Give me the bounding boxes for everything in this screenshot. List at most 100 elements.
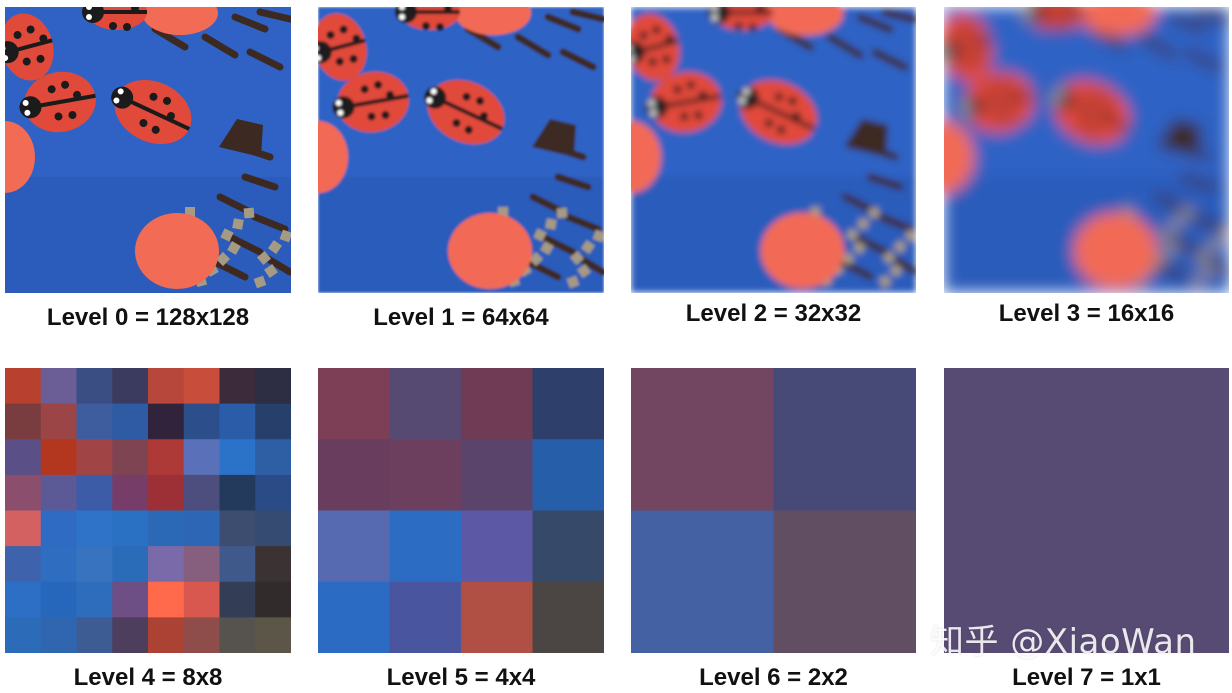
pixel-cell xyxy=(5,403,42,440)
chocolate-sprinkle xyxy=(881,8,916,23)
chocolate-sprinkle xyxy=(1179,173,1217,191)
level-0-caption: Level 0 = 128x128 xyxy=(46,304,250,331)
chocolate-sprinkle xyxy=(1089,25,1127,51)
pixel-cell xyxy=(389,439,463,512)
pixel-cell xyxy=(40,546,78,583)
level-1-image xyxy=(318,7,604,293)
level-1-caption: Level 1 = 64x64 xyxy=(373,304,549,331)
red-cookie xyxy=(944,121,974,193)
sugar-crystal xyxy=(232,218,244,230)
ladybug-cookie xyxy=(318,13,367,81)
sugar-crystal xyxy=(904,229,916,243)
chocolate-sprinkle xyxy=(851,233,889,256)
pixel-cell xyxy=(40,439,78,476)
pixel-cell xyxy=(112,439,149,476)
ladybug-cookie xyxy=(1049,80,1130,145)
pixel-cell xyxy=(461,581,534,653)
pixel-cell xyxy=(255,403,291,440)
pixel-cell xyxy=(219,617,256,653)
sugar-crystal xyxy=(528,251,544,267)
pixel-cell xyxy=(219,510,256,547)
pixel-cell xyxy=(148,368,185,405)
level-0-image xyxy=(5,7,291,293)
red-cookie xyxy=(5,121,35,193)
pixel-cell xyxy=(112,581,149,619)
sugar-crystal xyxy=(268,240,282,254)
pixel-cell xyxy=(183,510,221,547)
sugar-crystal xyxy=(852,240,867,255)
sugar-crystal xyxy=(592,229,604,243)
ladybug-cookie xyxy=(645,72,722,133)
pixel-cell xyxy=(631,510,777,653)
red-cookie xyxy=(448,213,532,289)
pixel-cell xyxy=(112,474,149,512)
pixel-cell xyxy=(183,439,221,476)
sugar-crystal xyxy=(1191,275,1205,288)
pixel-cell xyxy=(148,581,185,619)
pixel-cell xyxy=(461,368,534,441)
sugar-crystal xyxy=(569,250,585,266)
chocolate-kiss xyxy=(219,119,263,157)
sugar-crystal xyxy=(540,241,554,255)
pixel-cell xyxy=(76,581,113,619)
pixel-cell xyxy=(5,368,42,405)
chocolate-sprinkle xyxy=(211,258,249,281)
pixel-cell xyxy=(219,546,256,583)
chocolate-sprinkle xyxy=(151,25,189,51)
pixel-cell xyxy=(255,439,291,476)
sugar-crystal xyxy=(220,228,234,242)
level-4-caption: Level 4 = 8x8 xyxy=(73,664,223,691)
red-cookie xyxy=(1073,212,1158,289)
level-7-image xyxy=(944,368,1229,653)
sugar-crystal xyxy=(1202,263,1217,278)
sugar-crystal xyxy=(1195,250,1210,265)
sugar-crystal xyxy=(1158,228,1172,242)
ladybug-cookie xyxy=(82,7,147,31)
sugar-crystal xyxy=(566,275,580,289)
pixel-cell xyxy=(112,510,149,547)
level-4-pixel-grid xyxy=(5,368,291,653)
red-cookie xyxy=(135,213,219,289)
level-7-caption: Level 7 = 1x1 xyxy=(1012,664,1161,691)
ladybug-cookie xyxy=(707,7,773,32)
ladybug-cookies-image xyxy=(5,7,291,293)
sugar-crystal xyxy=(845,228,859,242)
chocolate-sprinkle xyxy=(241,173,279,191)
sugar-crystal xyxy=(215,251,231,267)
ladybug-cookie xyxy=(958,72,1035,133)
pixel-cell xyxy=(532,581,604,653)
pixel-cell xyxy=(631,368,777,514)
sugar-crystal xyxy=(556,207,568,219)
ladybug-cookie xyxy=(1020,7,1086,32)
level-3-caption: Level 3 = 16x16 xyxy=(998,300,1175,327)
pixel-cell xyxy=(5,510,42,547)
pixel-cell xyxy=(112,403,149,440)
sugar-crystal xyxy=(868,207,880,219)
level-5-pixel-grid xyxy=(318,368,604,653)
red-cookie xyxy=(1080,7,1157,36)
chocolate-sprinkle xyxy=(826,33,864,59)
red-cookie xyxy=(631,121,661,193)
sugar-crystal xyxy=(810,206,821,217)
pixel-cell xyxy=(148,474,185,512)
pixel-cell xyxy=(5,617,42,653)
pixel-cell xyxy=(40,581,78,619)
pixel-cell xyxy=(40,368,78,405)
pixel-cell xyxy=(5,474,42,512)
pixel-cell xyxy=(461,510,534,584)
pixel-cell xyxy=(76,510,113,547)
pixel-cell xyxy=(183,581,221,619)
level-2-image xyxy=(631,7,916,293)
pixel-cell xyxy=(183,474,221,512)
pixel-cell xyxy=(219,368,256,405)
pixel-cell xyxy=(76,439,113,476)
sugar-crystal xyxy=(264,264,278,278)
red-cookie xyxy=(318,121,348,193)
pixel-cell xyxy=(76,546,113,583)
pixel-cell xyxy=(76,474,113,512)
pixel-cell xyxy=(40,403,78,440)
ladybug-cookie xyxy=(332,71,409,133)
chocolate-sprinkle xyxy=(231,13,269,33)
pixel-cell xyxy=(219,439,256,476)
chocolate-sprinkle xyxy=(569,8,604,23)
